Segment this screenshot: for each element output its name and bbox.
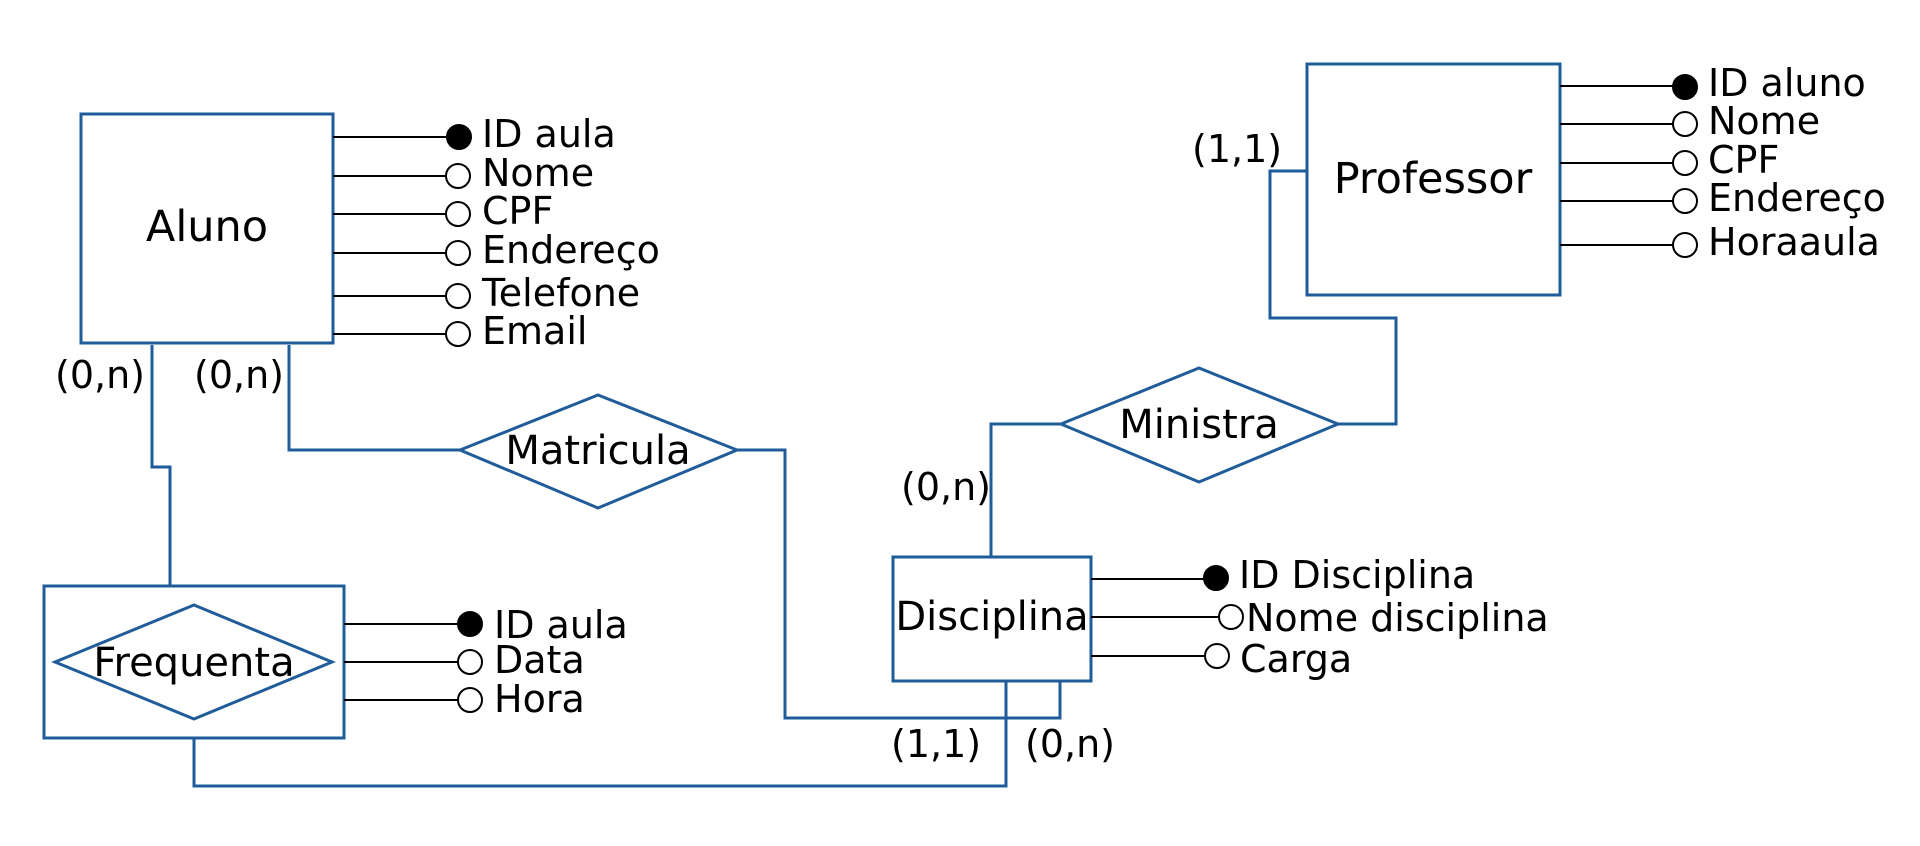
attribute-marker (1672, 232, 1698, 258)
relationship-ministra[interactable]: Ministra (1057, 366, 1342, 484)
aluno-attributes: ID aula Nome CPF Endereço Telefone Email (333, 112, 660, 353)
key-attribute-marker (1672, 74, 1698, 100)
entity-aluno-label: Aluno (146, 202, 268, 252)
attribute-label: Endereço (482, 228, 660, 272)
attribute-marker (457, 649, 483, 675)
attribute-label: Carga (1240, 637, 1352, 681)
cardinality-disciplina-ministra: (0,n) (901, 465, 991, 509)
attribute-label: ID Disciplina (1239, 553, 1475, 597)
attribute-marker (445, 163, 471, 189)
attribute-label: Telefone (481, 271, 640, 315)
attribute-marker (457, 687, 483, 713)
entity-professor-label: Professor (1334, 154, 1533, 204)
attribute-label: ID aula (482, 112, 616, 156)
connector-aluno-matricula (287, 345, 460, 452)
entity-professor[interactable]: Professor (1305, 62, 1562, 297)
attribute-marker (1204, 643, 1230, 669)
disciplina-attributes: ID Disciplina Nome disciplina Carga (1091, 553, 1549, 681)
attribute-label: CPF (482, 189, 553, 233)
attribute-label: Data (494, 638, 585, 682)
attribute-label: Email (482, 309, 587, 353)
connector-ministra-professor (1268, 169, 1398, 426)
connector-frequenta-disciplina (192, 681, 1008, 788)
cardinality-disciplina-frequenta: (0,n) (1025, 722, 1115, 766)
key-attribute-marker (446, 124, 472, 150)
entity-aluno[interactable]: Aluno (79, 112, 335, 345)
attribute-marker (1672, 188, 1698, 214)
connector-aluno-frequenta (150, 345, 172, 586)
relationship-matricula-label: Matricula (505, 428, 690, 474)
relationship-matricula[interactable]: Matricula (456, 393, 741, 510)
attribute-marker (445, 240, 471, 266)
attribute-label: Nome (1708, 99, 1820, 143)
cardinality-aluno-matricula: (0,n) (194, 353, 284, 397)
attribute-label: Nome (482, 151, 594, 195)
key-attribute-marker (457, 611, 483, 637)
attribute-label: ID aluno (1708, 61, 1866, 105)
attribute-label: Horaaula (1708, 220, 1880, 264)
cardinality-aluno-frequenta: (0,n) (55, 353, 145, 397)
attribute-label: ID aula (494, 603, 628, 647)
entity-disciplina[interactable]: Disciplina (891, 555, 1093, 683)
attribute-marker (445, 321, 471, 347)
attribute-marker (445, 283, 471, 309)
relationship-diamond-frequenta (51, 603, 336, 721)
entity-frequenta[interactable]: Frequenta (42, 584, 346, 740)
connector-matricula-disciplina (737, 448, 1062, 720)
cardinality-disciplina-matricula: (1,1) (891, 722, 981, 766)
attribute-label: CPF (1708, 138, 1779, 182)
cardinality-professor-ministra: (1,1) (1192, 127, 1282, 171)
attribute-label: Nome disciplina (1246, 596, 1549, 640)
attribute-marker (445, 201, 471, 227)
attribute-marker (1218, 604, 1244, 630)
entity-frequenta-label: Frequenta (93, 640, 294, 686)
attribute-marker (1672, 111, 1698, 137)
connector-disciplina-ministra (989, 422, 1061, 557)
professor-attributes: ID aluno Nome CPF Endereço Horaaula (1560, 61, 1886, 264)
frequenta-attributes: ID aula Data Hora (344, 603, 628, 721)
relationship-ministra-label: Ministra (1119, 402, 1279, 448)
key-attribute-marker (1203, 565, 1229, 591)
attribute-label: Endereço (1708, 176, 1886, 220)
attribute-label: Hora (494, 677, 585, 721)
attribute-marker (1672, 150, 1698, 176)
entity-disciplina-label: Disciplina (895, 594, 1088, 640)
